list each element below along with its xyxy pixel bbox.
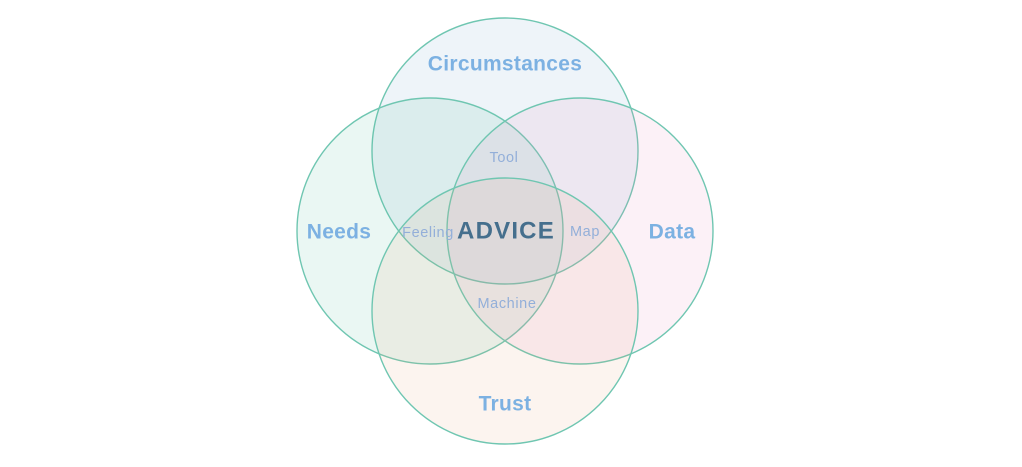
circle-data bbox=[446, 97, 714, 365]
label-machine: Machine bbox=[477, 296, 536, 312]
circle-circumstances bbox=[371, 17, 639, 285]
circle-needs bbox=[296, 97, 564, 365]
label-circumstances: Circumstances bbox=[428, 52, 582, 75]
intersection-labels: Tool Feeling Map Machine bbox=[402, 150, 600, 312]
label-needs: Needs bbox=[307, 220, 372, 243]
label-advice-center: ADVICE bbox=[457, 217, 555, 244]
circle-trust bbox=[371, 177, 639, 445]
venn-circles bbox=[296, 17, 714, 445]
label-feeling: Feeling bbox=[402, 225, 454, 241]
set-labels: Circumstances Needs Data Trust bbox=[307, 52, 696, 415]
label-data: Data bbox=[649, 220, 696, 243]
label-map: Map bbox=[570, 224, 600, 240]
label-trust: Trust bbox=[479, 392, 532, 415]
label-tool: Tool bbox=[490, 150, 519, 166]
